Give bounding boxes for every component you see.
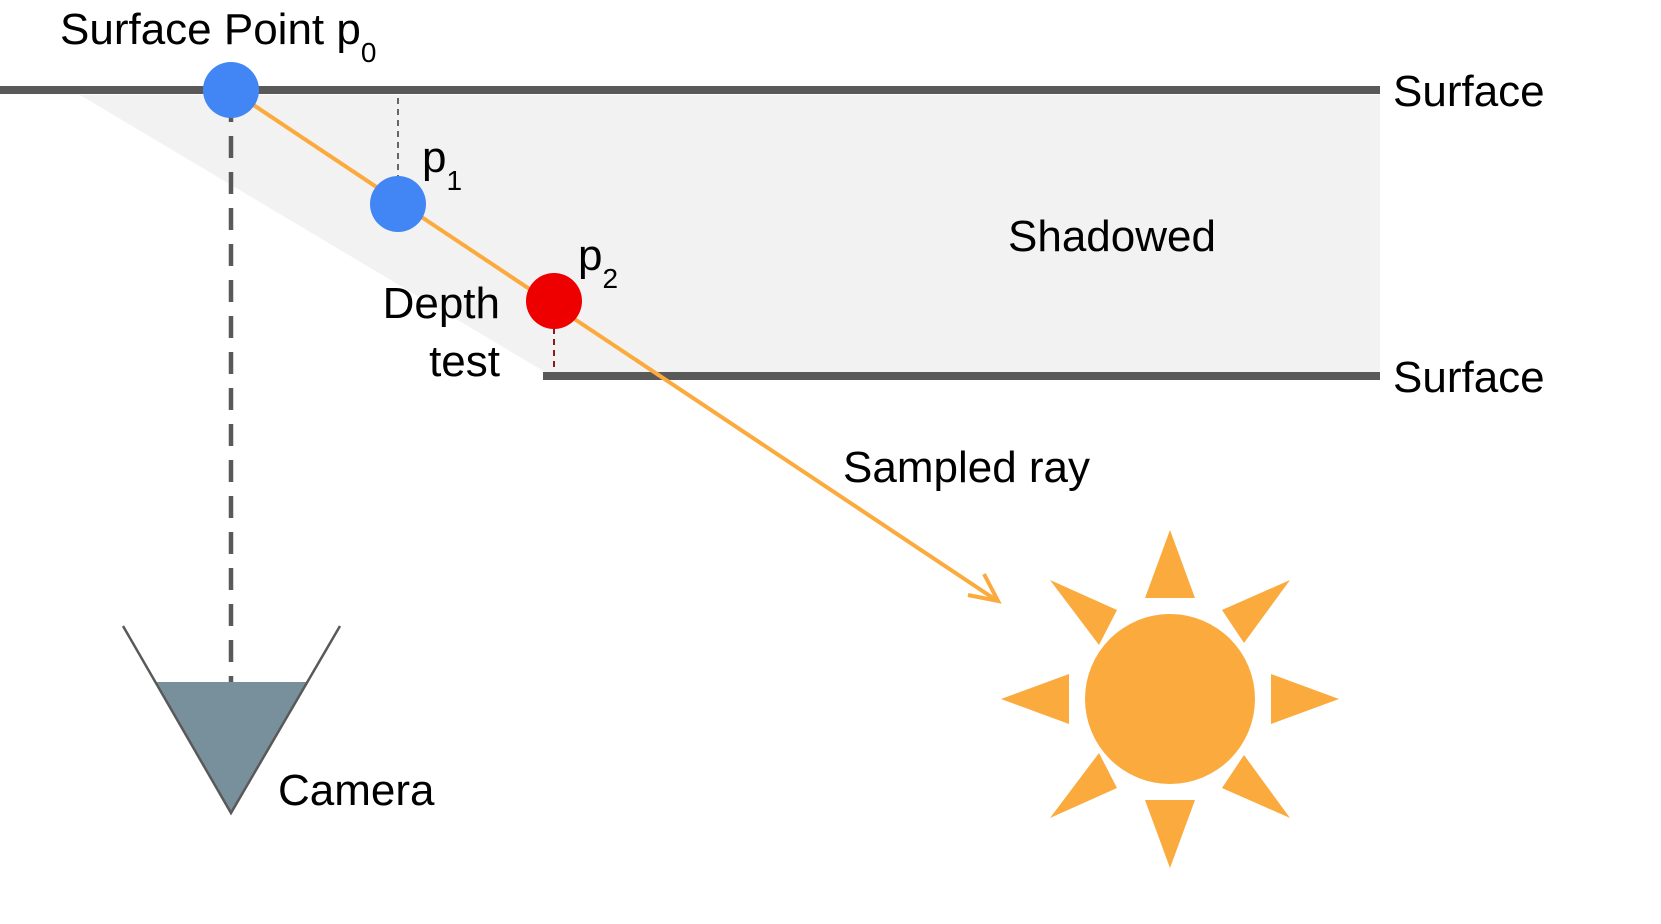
shadowed-label: Shadowed: [1008, 212, 1216, 261]
surface-top-label: Surface: [1393, 67, 1545, 116]
p1-label: p1: [422, 133, 462, 196]
point-p0: [203, 62, 259, 118]
shadowed-region: [80, 95, 1380, 372]
point-p2: [526, 273, 582, 329]
camera-label: Camera: [278, 766, 435, 815]
sampled-ray: [229, 88, 998, 602]
p2-label: p2: [578, 231, 618, 294]
sampled-ray-arrowhead: [967, 573, 1002, 604]
surface-bottom-label: Surface: [1393, 353, 1545, 402]
camera-icon: [121, 625, 342, 816]
sun-icon: [1001, 530, 1339, 868]
point-p1: [370, 176, 426, 232]
depth-test-label-line2: test: [429, 337, 500, 386]
sampled-ray-label: Sampled ray: [843, 443, 1090, 492]
surface-point-label: Surface Point p0: [60, 5, 376, 68]
depth-test-label-line1: Depth: [383, 279, 500, 328]
